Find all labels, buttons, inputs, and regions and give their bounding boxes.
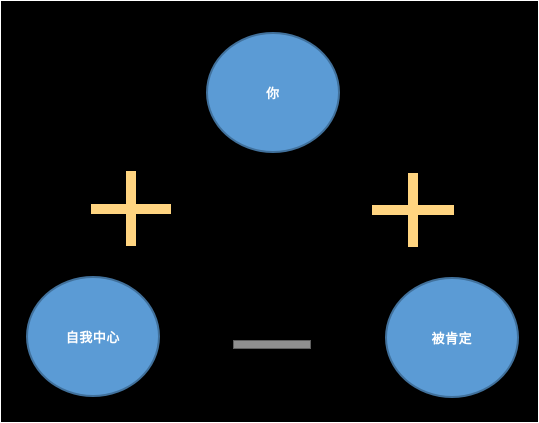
node-you-label: 你 <box>266 87 280 102</box>
node-affirmed-label: 被肯定 <box>431 332 473 347</box>
plus-sign-left-vertical-bar <box>126 171 136 246</box>
plus-sign-right <box>372 173 454 247</box>
node-self-centered-label: 自我中心 <box>65 331 120 346</box>
node-you: 你 <box>206 32 340 153</box>
minus-sign-bottom <box>233 340 311 349</box>
plus-sign-right-vertical-bar <box>408 173 418 247</box>
node-self-centered: 自我中心 <box>26 276 160 397</box>
node-affirmed: 被肯定 <box>385 277 519 398</box>
plus-sign-left <box>91 171 171 246</box>
